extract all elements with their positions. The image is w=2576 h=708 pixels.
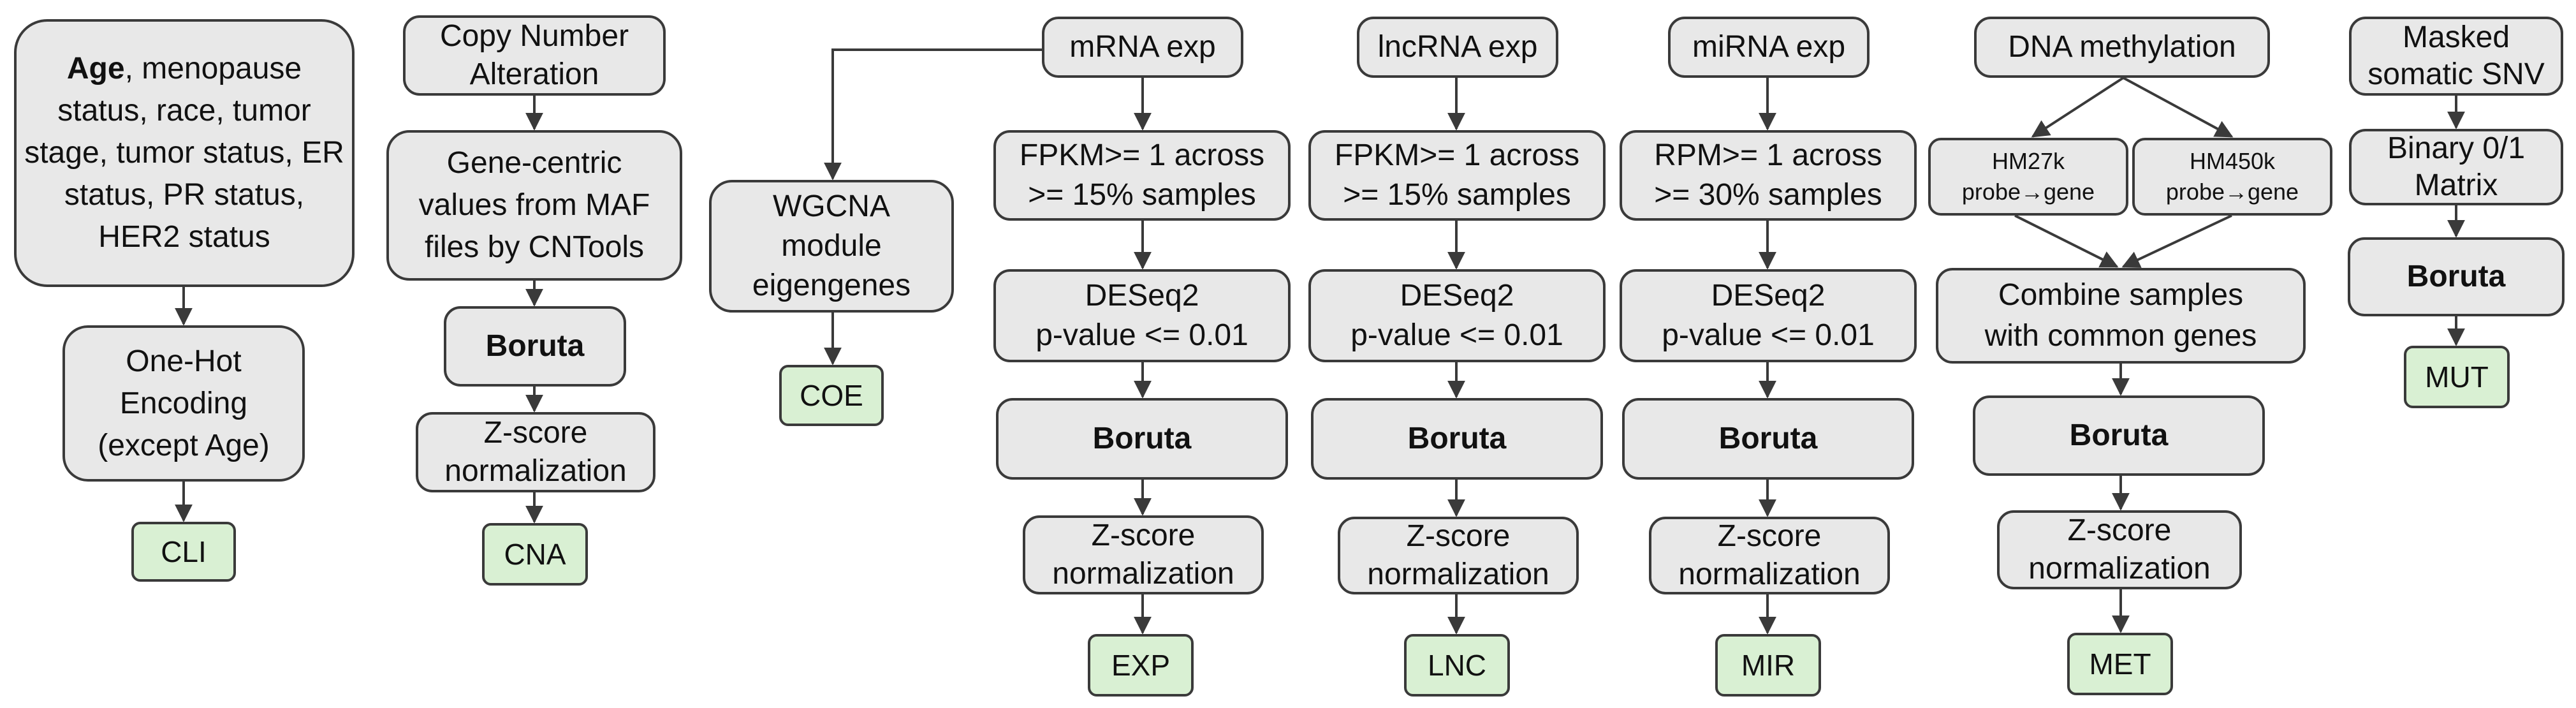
exp-boruta-box: Boruta (996, 398, 1288, 480)
cli-input-bold: Age (66, 52, 125, 85)
lnc-boruta-box: Boruta (1311, 398, 1603, 480)
met-input-box: DNA methylation (1974, 17, 2270, 78)
cna-boruta-box: Boruta (444, 306, 626, 387)
met-hm450k-box: HM450k probe→gene (2132, 138, 2332, 216)
mir-deseq-box: DESeq2 p-value <= 0.01 (1620, 269, 1917, 362)
mut-boruta-box: Boruta (2348, 237, 2565, 316)
cna-gene-values-box: Gene-centric values from MAF files by CN… (386, 130, 682, 281)
exp-deseq-box: DESeq2 p-value <= 0.01 (993, 269, 1291, 362)
mut-input-box: Masked somatic SNV (2349, 17, 2563, 96)
lnc-zscore-box: Z-score normalization (1338, 517, 1579, 594)
exp-output-box: EXP (1088, 634, 1194, 697)
cli-input-box: Age, menopause status, race, tumor stage… (14, 19, 355, 287)
met-zscore-box: Z-score normalization (1997, 510, 2242, 589)
coe-wgcna-box: WGCNA module eigengenes (709, 180, 954, 313)
mir-input-box: miRNA exp (1668, 17, 1870, 78)
lnc-deseq-box: DESeq2 p-value <= 0.01 (1308, 269, 1606, 362)
cna-zscore-box: Z-score normalization (416, 412, 655, 492)
cna-input-box: Copy Number Alteration (403, 15, 666, 96)
lnc-filter-box: FPKM>= 1 across >= 15% samples (1308, 130, 1606, 221)
lnc-input-box: lncRNA exp (1357, 17, 1558, 78)
arrow-met-input-to-hm450k (2123, 77, 2234, 138)
arrow-met-hm27k-to-combine (2014, 214, 2119, 268)
met-boruta-box: Boruta (1973, 395, 2265, 476)
mir-zscore-box: Z-score normalization (1649, 517, 1890, 594)
exp-input-box: mRNA exp (1042, 17, 1243, 78)
mut-binary-box: Binary 0/1 Matrix (2349, 129, 2563, 205)
met-output-box: MET (2067, 633, 2173, 695)
exp-zscore-box: Z-score normalization (1023, 515, 1264, 594)
cli-encoding-box: One-Hot Encoding (except Age) (62, 325, 305, 482)
mir-boruta-box: Boruta (1622, 398, 1914, 480)
cli-input-text: , menopause status, race, tumor stage, t… (24, 52, 344, 254)
coe-output-box: COE (779, 365, 884, 426)
mut-output-box: MUT (2404, 346, 2510, 408)
arrow-mrna-to-wgcna (824, 48, 1044, 181)
met-combine-box: Combine samples with common genes (1936, 268, 2306, 364)
arrow-met-input-to-hm27k (2031, 77, 2125, 138)
met-hm27k-box: HM27k probe→gene (1928, 138, 2128, 216)
mir-filter-box: RPM>= 1 across >= 30% samples (1620, 130, 1917, 221)
arrow-met-hm450k-to-combine (2121, 214, 2232, 268)
mir-output-box: MIR (1715, 634, 1821, 697)
cli-output-box: CLI (131, 522, 236, 582)
cna-output-box: CNA (482, 523, 588, 586)
exp-filter-box: FPKM>= 1 across >= 15% samples (993, 130, 1291, 221)
lnc-output-box: LNC (1404, 634, 1510, 697)
